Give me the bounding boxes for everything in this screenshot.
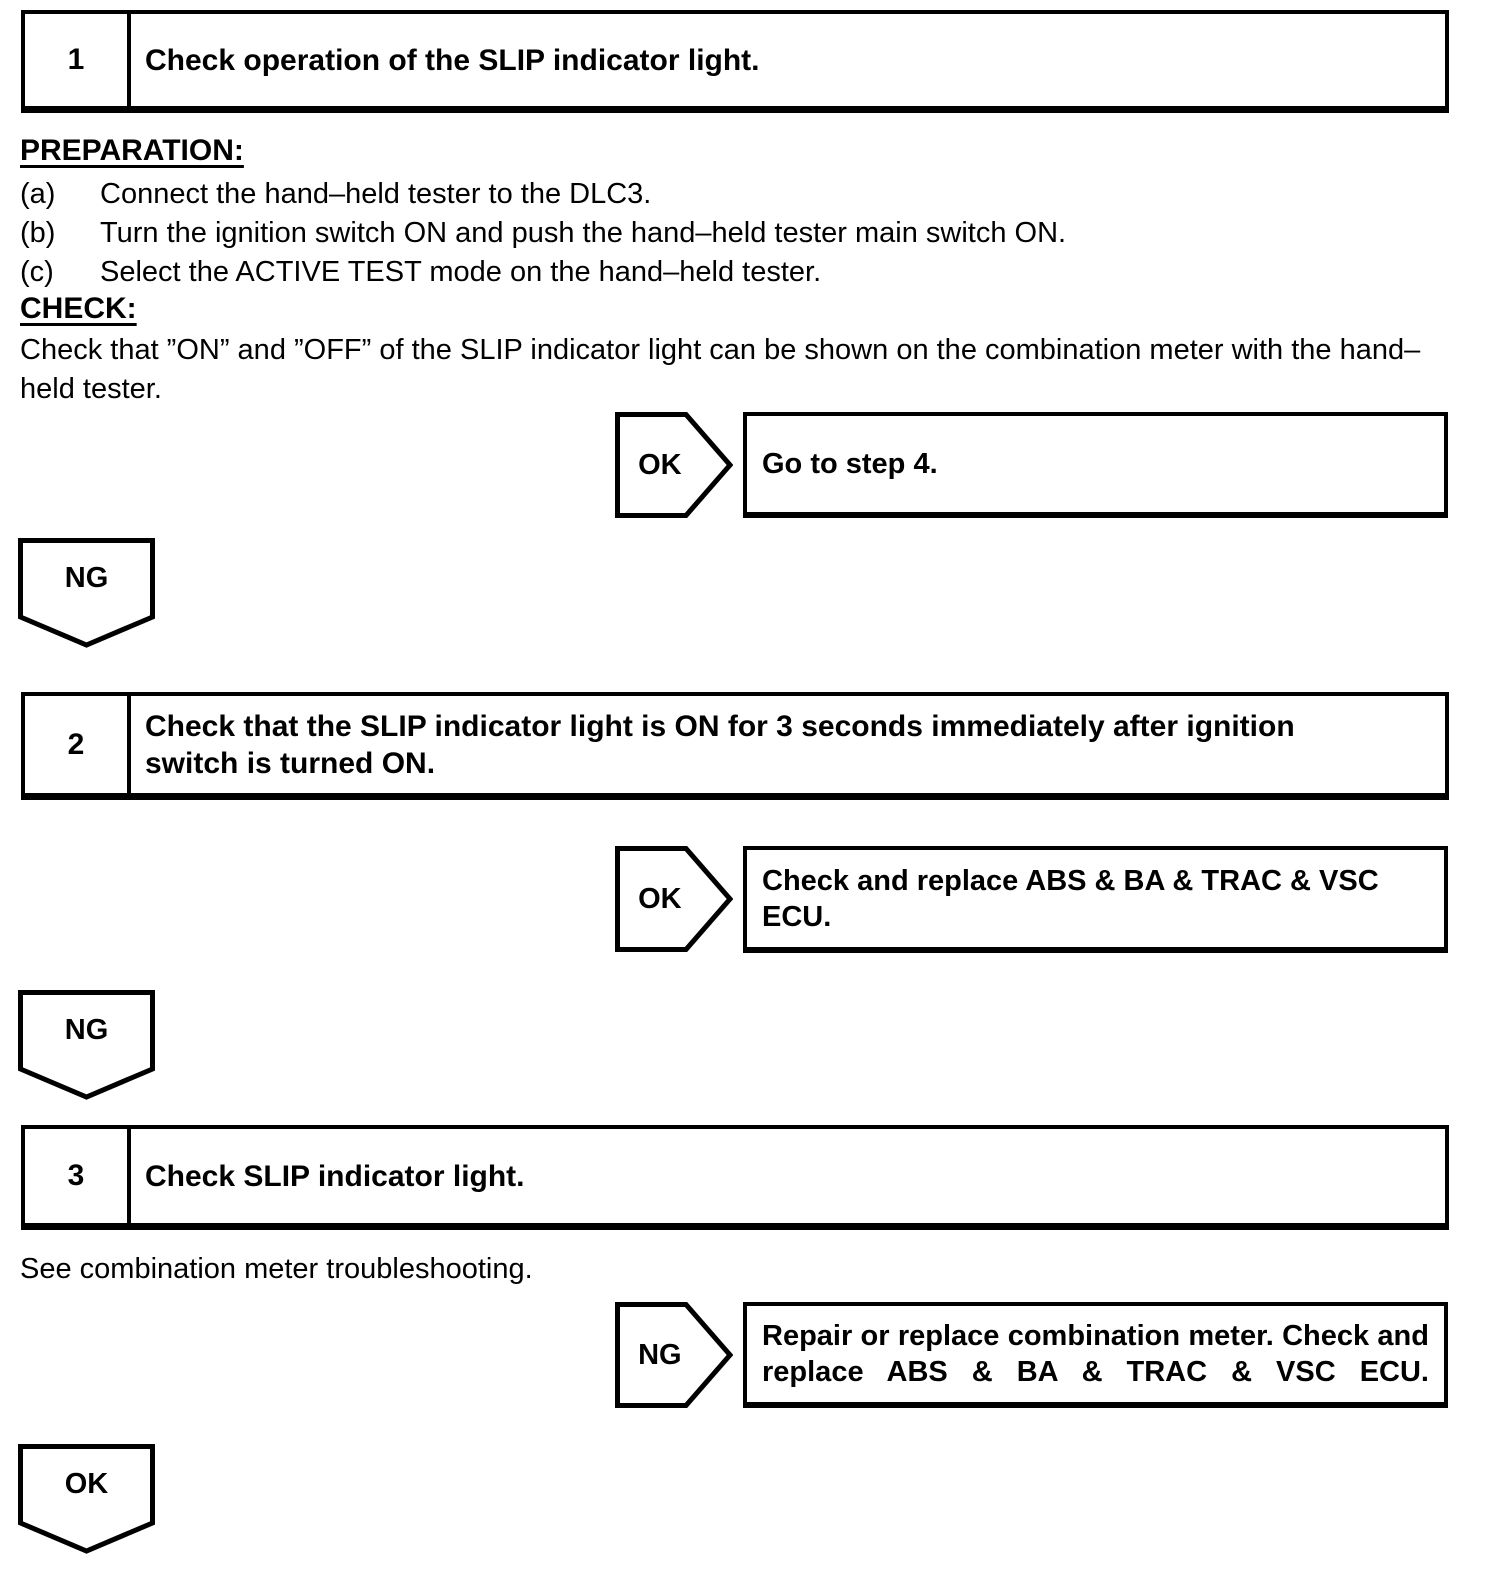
ng-arrow-3-shape (615, 1302, 733, 1408)
prep-item-c-label: (c) (20, 256, 54, 288)
ng-connector-1: NG (18, 538, 155, 648)
ng-connector-2-label: NG (64, 1014, 109, 1047)
ok-connector-3-label: OK (64, 1468, 109, 1501)
step-3-number: 3 (25, 1129, 131, 1223)
ok-arrow-1-label: OK (638, 448, 682, 481)
ok-arrow-1: OK (615, 412, 733, 518)
check-text: Check that ”ON” and ”OFF” of the SLIP in… (20, 334, 1421, 405)
ng-connector-1-shape (18, 538, 155, 648)
step-1-box: 1 Check operation of the SLIP indicator … (21, 10, 1449, 113)
result-box-2-text: Check and replace ABS & BA & TRAC & VSC … (762, 864, 1379, 933)
check-heading: CHECK: (20, 292, 137, 325)
step-1-number: 1 (25, 14, 131, 106)
ng-connector-2: NG (18, 990, 155, 1100)
ok-connector-3: OK (18, 1444, 155, 1554)
prep-item-a-label: (a) (20, 178, 56, 210)
prep-item-c: (c) Select the ACTIVE TEST mode on the ha… (20, 253, 1460, 292)
step-3-title: Check SLIP indicator light. (145, 1159, 525, 1193)
prep-item-c-text: Select the ACTIVE TEST mode on the hand–… (100, 256, 822, 288)
result-box-1: Go to step 4. (743, 412, 1448, 518)
ng-arrow-3-label: NG (638, 1338, 682, 1371)
step-2-title: Check that the SLIP indicator light is O… (145, 709, 1295, 780)
ng-connector-1-label: NG (64, 562, 109, 595)
step-1-title: Check operation of the SLIP indicator li… (145, 43, 760, 77)
ok-arrow-1-shape (615, 412, 733, 518)
step-3-box: 3 Check SLIP indicator light. (21, 1125, 1449, 1230)
result-box-1-text: Go to step 4. (762, 448, 938, 480)
prep-item-b-text: Turn the ignition switch ON and push the… (100, 217, 1067, 249)
ng-connector-2-shape (18, 990, 155, 1100)
ng-arrow-3: NG (615, 1302, 733, 1408)
ok-arrow-2: OK (615, 846, 733, 952)
step-2-number: 2 (25, 696, 131, 793)
result-box-3: Repair or replace combination meter. Che… (743, 1302, 1448, 1408)
prep-item-a: (a) Connect the hand–held tester to the D… (20, 175, 1460, 214)
step-3-note: See combination meter troubleshooting. (20, 1253, 533, 1285)
ok-arrow-2-shape (615, 846, 733, 952)
ok-connector-3-shape (18, 1444, 155, 1554)
prep-item-b: (b) Turn the ignition switch ON and push … (20, 214, 1460, 253)
result-box-3-text: Repair or replace combination meter. Che… (762, 1320, 1429, 1388)
ok-arrow-2-label: OK (638, 882, 682, 915)
prep-item-b-label: (b) (20, 217, 56, 249)
prep-item-a-text: Connect the hand–held tester to the DLC3… (100, 178, 652, 210)
step-2-box: 2 Check that the SLIP indicator light is… (21, 692, 1449, 800)
result-box-2: Check and replace ABS & BA & TRAC & VSC … (743, 846, 1448, 953)
preparation-heading: PREPARATION: (20, 134, 244, 167)
